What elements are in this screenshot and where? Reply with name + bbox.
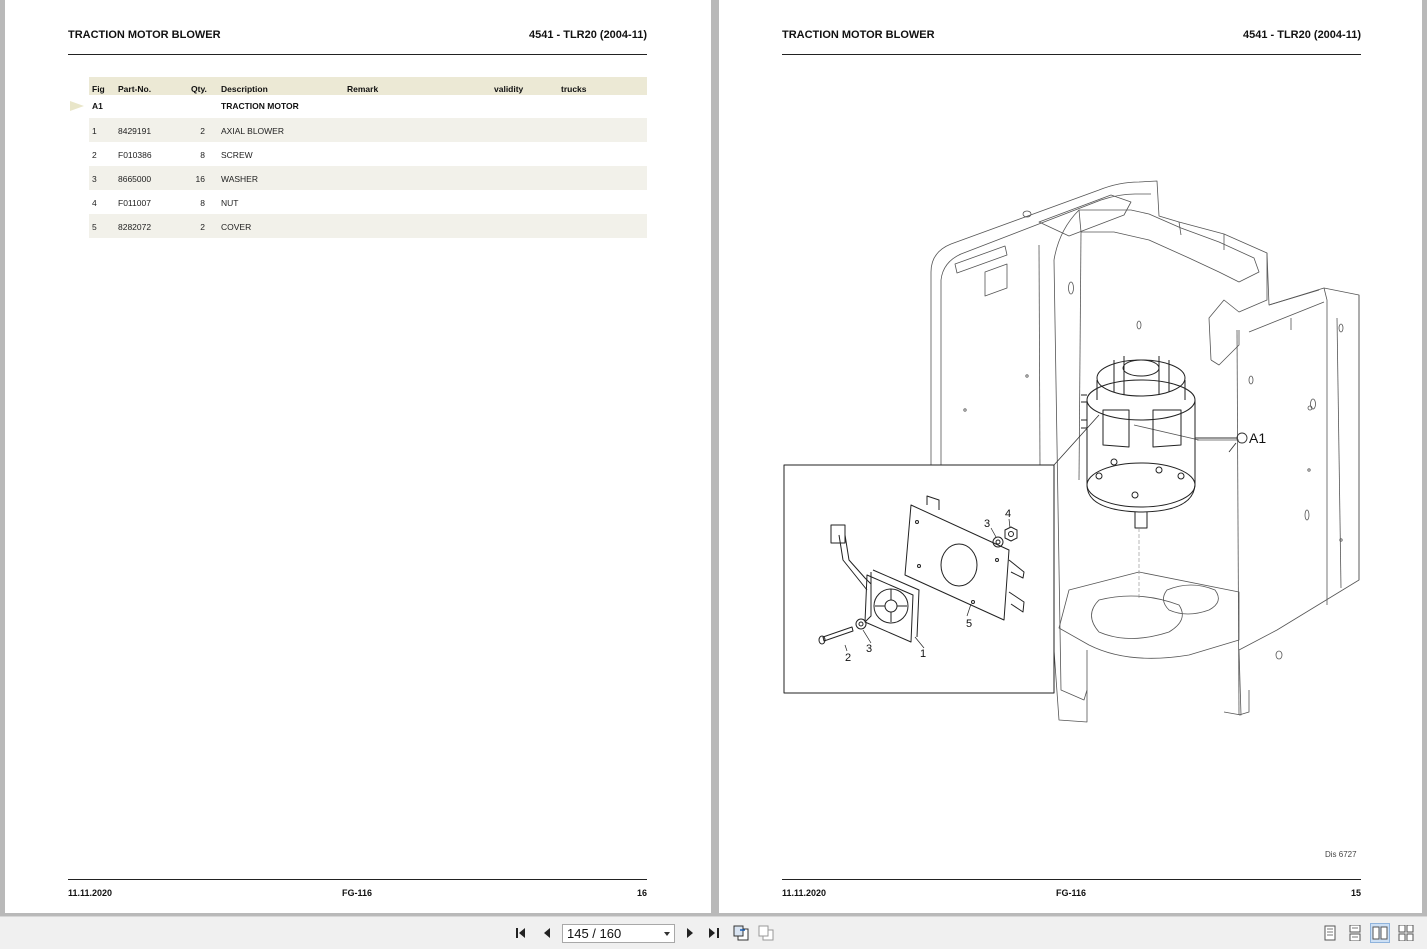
two-page-view-icon xyxy=(1372,926,1388,940)
footer-divider xyxy=(782,879,1361,880)
document-page-left: TRACTION MOTOR BLOWER 4541 - TLR20 (2004… xyxy=(5,0,711,913)
footer-divider xyxy=(68,879,647,880)
page-header-title: TRACTION MOTOR BLOWER xyxy=(782,29,935,41)
single-page-view-button[interactable] xyxy=(1320,923,1340,943)
cell-qty: 2 xyxy=(200,126,205,136)
cell-part-no: 8665000 xyxy=(118,174,152,184)
cell-fig: 1 xyxy=(92,126,97,136)
copy-icon xyxy=(758,925,774,941)
detail-inset-box xyxy=(783,464,1055,694)
callout-4: 4 xyxy=(1005,508,1011,520)
page-header-title: TRACTION MOTOR BLOWER xyxy=(68,29,221,41)
cell-qty: 8 xyxy=(200,150,205,160)
table-header: Fig Part-No. Qty. Description Remark val… xyxy=(89,77,647,95)
footer-page-number: 15 xyxy=(1350,888,1361,898)
callout-3-washer-nut: 3 xyxy=(984,518,990,530)
cell-fig: 5 xyxy=(92,222,97,232)
cell-qty: 2 xyxy=(200,222,205,232)
parts-table: Fig Part-No. Qty. Description Remark val… xyxy=(89,77,647,238)
col-trucks: trucks xyxy=(561,84,587,94)
callout-5: 5 xyxy=(966,618,972,630)
current-row-marker-icon xyxy=(70,101,84,111)
page-number-select[interactable]: 145 / 160 xyxy=(562,924,675,943)
footer-page-number: 16 xyxy=(636,888,647,898)
callout-a1-leader xyxy=(1195,432,1248,453)
table-row[interactable]: 3 8665000 16 WASHER xyxy=(89,166,647,190)
first-page-icon xyxy=(516,928,525,938)
next-page-button[interactable] xyxy=(680,923,700,943)
document-page-right: TRACTION MOTOR BLOWER 4541 - TLR20 (2004… xyxy=(719,0,1422,913)
table-row[interactable]: 4 F011007 8 NUT xyxy=(89,190,647,214)
col-qty: Qty. xyxy=(191,84,207,94)
viewer-toolbar: 145 / 160 xyxy=(0,916,1427,949)
last-page-button[interactable] xyxy=(704,923,724,943)
page-indicator: 145 / 160 xyxy=(567,926,622,941)
col-validity: validity xyxy=(494,84,524,94)
col-description: Description xyxy=(221,84,268,94)
callout-2: 2 xyxy=(845,652,851,664)
blower-detail-drawing xyxy=(818,495,1025,652)
col-part-no: Part-No. xyxy=(118,84,152,94)
cell-part-no: 8282072 xyxy=(118,222,152,232)
cell-description: AXIAL BLOWER xyxy=(221,126,284,136)
footer-date: 11.11.2020 xyxy=(782,888,827,898)
cell-part-no: 8429191 xyxy=(118,126,152,136)
prev-page-button[interactable] xyxy=(537,923,557,943)
cell-part-no: F010386 xyxy=(118,150,152,160)
col-fig: Fig xyxy=(92,84,105,94)
next-page-icon xyxy=(687,928,693,938)
rotate-button[interactable] xyxy=(731,923,751,943)
continuous-view-button[interactable] xyxy=(1345,923,1365,943)
page-header-model: 4541 - TLR20 (2004-11) xyxy=(528,29,647,41)
cell-qty: 16 xyxy=(195,174,205,184)
cell-fig: 3 xyxy=(92,174,97,184)
callout-3-washer: 3 xyxy=(866,643,872,655)
prev-page-icon xyxy=(544,928,550,938)
single-page-view-icon xyxy=(1324,925,1336,941)
cell-description: TRACTION MOTOR xyxy=(221,101,299,111)
footer-code: FG-116 xyxy=(1056,888,1087,898)
exploded-parts-diagram: A1 1 2 3 3 4 5 xyxy=(783,180,1360,723)
last-page-icon xyxy=(709,928,719,938)
cell-fig: 4 xyxy=(92,198,97,208)
cell-description: SCREW xyxy=(221,150,253,160)
rotate-icon xyxy=(733,925,749,941)
table-row[interactable]: 1 8429191 2 AXIAL BLOWER xyxy=(89,118,647,142)
header-divider xyxy=(68,54,647,55)
callout-1: 1 xyxy=(920,648,926,660)
cell-description: COVER xyxy=(221,222,252,232)
first-page-button[interactable] xyxy=(512,923,532,943)
drawing-number: Dis 6727 xyxy=(1325,850,1357,859)
two-page-continuous-icon xyxy=(1398,925,1414,941)
chevron-down-icon xyxy=(664,932,670,936)
header-divider xyxy=(782,54,1361,55)
table-row[interactable]: 5 8282072 2 COVER xyxy=(89,214,647,238)
table-row-group[interactable]: A1 TRACTION MOTOR xyxy=(89,95,647,118)
footer-date: 11.11.2020 xyxy=(68,888,113,898)
callout-a1: A1 xyxy=(1249,430,1266,446)
footer-code: FG-116 xyxy=(342,888,373,898)
copy-button[interactable] xyxy=(756,923,776,943)
cell-description: WASHER xyxy=(221,174,258,184)
cell-part-no: F011007 xyxy=(118,198,151,208)
table-row[interactable]: 2 F010386 8 SCREW xyxy=(89,142,647,166)
two-page-view-button[interactable] xyxy=(1370,923,1390,943)
col-remark: Remark xyxy=(347,84,379,94)
continuous-view-icon xyxy=(1349,925,1361,941)
cell-fig: A1 xyxy=(92,101,103,111)
cell-description: NUT xyxy=(221,198,239,208)
cell-qty: 8 xyxy=(200,198,205,208)
page-header-model: 4541 - TLR20 (2004-11) xyxy=(1242,29,1361,41)
cell-fig: 2 xyxy=(92,150,97,160)
traction-motor-drawing xyxy=(1081,356,1196,529)
two-page-continuous-button[interactable] xyxy=(1396,923,1416,943)
